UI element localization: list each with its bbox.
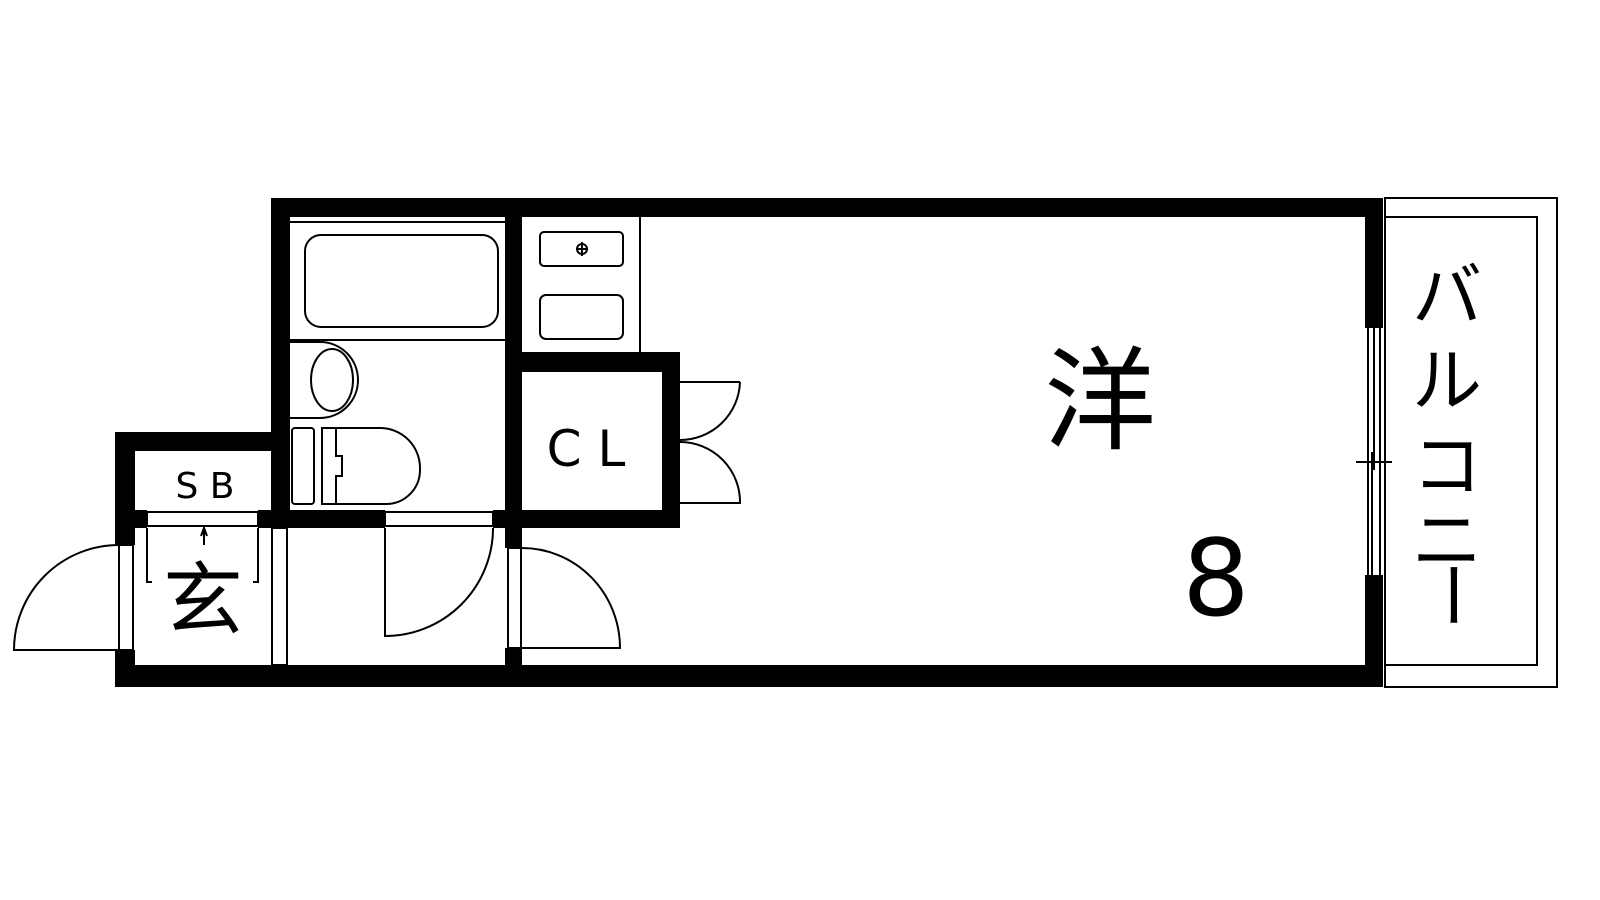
shoe-box-bottom-wall-left xyxy=(115,510,147,528)
bottom-wall xyxy=(115,665,1280,687)
closet-label: C L xyxy=(547,420,626,478)
bathtub xyxy=(304,234,499,328)
balcony-wall-upper xyxy=(1365,198,1383,328)
shoe-box-label: S B xyxy=(176,466,235,507)
toilet xyxy=(321,427,421,505)
hall-wall-left xyxy=(258,510,385,528)
balcony-label-3: コ xyxy=(1412,425,1482,507)
balcony-wall-lower xyxy=(1365,575,1383,687)
closet-top-wall xyxy=(505,352,680,372)
bath-kitchen-wall xyxy=(505,198,522,548)
western-room-size: 8 xyxy=(1182,517,1249,640)
entrance-door xyxy=(12,544,120,651)
toilet-tank xyxy=(291,427,315,505)
entrance-left-wall-upper xyxy=(115,432,135,545)
entrance-label: 玄 xyxy=(163,554,243,647)
balcony-label-5: ー xyxy=(1410,560,1492,630)
closet-right-wall xyxy=(662,352,680,528)
room-door xyxy=(521,547,622,649)
room-door-jamb xyxy=(505,648,522,668)
stove xyxy=(539,231,624,267)
bath-left-wall xyxy=(271,198,290,528)
balcony-label-4: ニ xyxy=(1412,500,1482,582)
closet-door-upper xyxy=(679,381,741,441)
closet-bottom-wall xyxy=(493,510,680,528)
fixtures xyxy=(12,197,1558,688)
western-room-label: 洋 xyxy=(1044,337,1156,467)
bath-door xyxy=(384,527,494,638)
closet-door-lower xyxy=(679,441,742,504)
entrance-step xyxy=(146,528,259,583)
labels: 洋 8 C L S B 玄 バ ル コ ニ ー xyxy=(163,255,1492,647)
sink xyxy=(539,294,624,340)
shoe-box-top-wall xyxy=(115,432,290,451)
bottom-wall-right xyxy=(1280,665,1383,687)
walls xyxy=(115,198,1383,687)
wash-basin xyxy=(290,341,359,419)
balcony-inner xyxy=(1384,216,1538,666)
balcony-label-1: バ xyxy=(1412,255,1482,337)
balcony-label-2: ル xyxy=(1412,340,1482,422)
top-wall xyxy=(271,198,1383,217)
